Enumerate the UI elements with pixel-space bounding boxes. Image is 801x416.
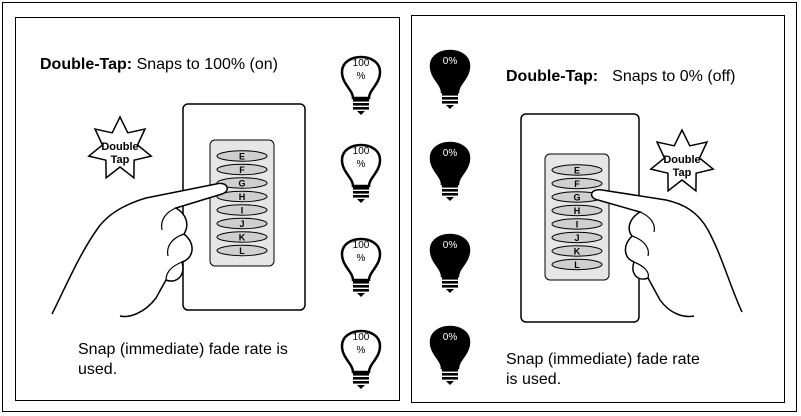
keypad-button-l xyxy=(216,244,268,257)
heading-rest: Snaps to 0% (off) xyxy=(612,68,736,85)
bulb-level-label: % xyxy=(357,159,366,170)
keypad-button-i xyxy=(551,218,603,230)
light-bulb-icon xyxy=(429,325,471,370)
bulbs-on: 100% 100% 100% 100% xyxy=(340,55,382,389)
heading-bold: Double-Tap: xyxy=(506,68,599,85)
keypad-button-label: I xyxy=(576,220,579,230)
keypad-button-k xyxy=(551,245,603,257)
double-tap-burst-icon xyxy=(87,115,153,180)
bulb-level-label: % xyxy=(357,345,366,356)
keypad-button-label: G xyxy=(573,193,580,203)
bulb-level-label: 0% xyxy=(443,332,458,343)
light-bulb-icon xyxy=(429,233,471,278)
keypad-button-j xyxy=(216,217,268,230)
heading: Double-Tap: Snaps to 0% (off) xyxy=(506,68,735,86)
keypad-button-label: L xyxy=(574,260,580,270)
bulb-level-label: % xyxy=(357,71,366,82)
keypad-button-j xyxy=(551,231,603,244)
keypad-button-h xyxy=(551,204,603,217)
burst-line1: Double xyxy=(663,154,701,166)
burst-line2: Tap xyxy=(672,167,692,179)
keypad-button-label: J xyxy=(574,233,579,243)
double-tap-burst-icon xyxy=(649,128,715,193)
keypad-button-label: L xyxy=(239,246,245,256)
keypad-button-l xyxy=(551,258,603,271)
keypad-button-label: G xyxy=(238,179,245,189)
keypad-button-label: K xyxy=(574,247,581,257)
keypad-button-label: H xyxy=(574,206,581,216)
keypad-button-i xyxy=(216,204,268,216)
keypad-button-k xyxy=(216,231,268,243)
keypad-button-label: J xyxy=(239,219,244,229)
note-line2: is used. xyxy=(506,371,562,388)
heading-rest: Snaps to 100% (on) xyxy=(132,56,279,73)
note-line1: Snap (immediate) fade rate is xyxy=(78,341,288,358)
bulb-level-label: 100 xyxy=(353,146,370,157)
heading: Double-Tap: Snaps to 100% (on) xyxy=(40,56,278,74)
keypad-button-f xyxy=(551,177,603,190)
bulbs-off: 0% 0% 0% 0% xyxy=(429,49,471,385)
keypad-button-h xyxy=(216,190,268,203)
keypad-button-label: I xyxy=(241,206,244,216)
keypad-button-label: F xyxy=(239,165,245,175)
keypad-button-label: F xyxy=(574,179,580,189)
bulb-level-label: 100 xyxy=(353,240,370,251)
burst-label: Double Tap xyxy=(662,154,702,180)
hand-icon xyxy=(590,189,743,318)
bulb-level-label: 0% xyxy=(443,56,458,67)
light-bulb-icon xyxy=(429,141,471,186)
keypad-button-e xyxy=(216,150,268,162)
light-bulb-icon xyxy=(340,143,382,188)
fade-rate-note: Snap (immediate) fade rate is used. xyxy=(506,350,700,390)
note-line2: used. xyxy=(78,361,118,378)
keypad-button-label: H xyxy=(239,192,246,202)
note-line1: Snap (immediate) fade rate xyxy=(506,351,700,368)
heading-bold: Double-Tap: xyxy=(40,56,133,73)
bulb-level-label: 0% xyxy=(443,240,458,251)
keypad-button-f xyxy=(216,163,268,176)
burst-line2: Tap xyxy=(110,154,130,166)
keypad-button-label: E xyxy=(574,166,580,176)
keypad-button-e xyxy=(551,164,603,176)
bulb-level-label: % xyxy=(357,253,366,264)
light-bulb-icon xyxy=(340,329,382,374)
light-bulb-icon xyxy=(340,55,382,100)
light-bulb-icon xyxy=(340,237,382,282)
light-bulb-icon xyxy=(429,49,471,94)
fade-rate-note: Snap (immediate) fade rate is used. xyxy=(78,340,288,380)
keypad-button-g xyxy=(216,177,268,189)
bulb-level-label: 100 xyxy=(353,58,370,69)
keypad-button-label: K xyxy=(239,233,246,243)
keypad-button-label: E xyxy=(239,152,245,162)
bulb-level-label: 100 xyxy=(353,332,370,343)
burst-label: Double Tap xyxy=(100,141,140,167)
hand-icon xyxy=(51,182,228,318)
bulb-level-label: 0% xyxy=(443,148,458,159)
burst-line1: Double xyxy=(101,141,139,153)
